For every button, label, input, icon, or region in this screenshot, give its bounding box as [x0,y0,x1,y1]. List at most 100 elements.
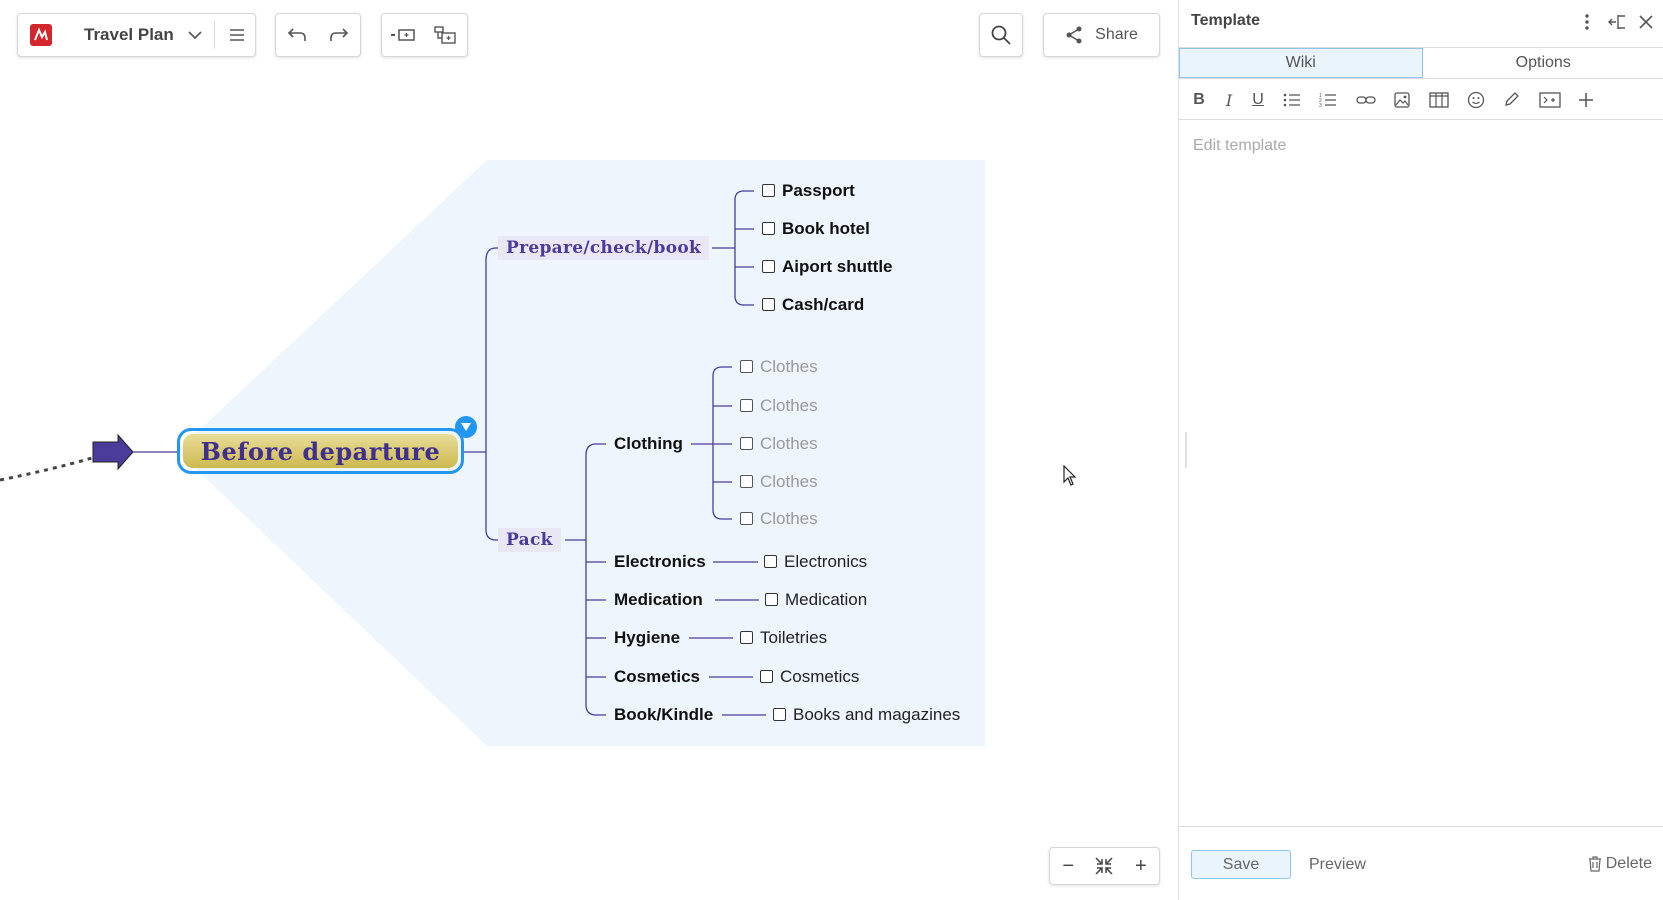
preview-button[interactable]: Preview [1309,856,1366,873]
item-label: Clothes [760,472,818,491]
checkbox[interactable] [740,360,753,373]
item-label: Book hotel [782,219,870,238]
checkbox[interactable] [765,593,778,606]
panel-title: Template [1191,12,1261,29]
app-logo-icon[interactable] [18,17,64,53]
share-button[interactable]: Share [1043,13,1160,57]
topic-book-kindle[interactable]: Book/Kindle [614,705,714,724]
checkbox[interactable] [740,437,753,450]
mouse-cursor-icon [1063,465,1077,486]
checkbox[interactable] [762,184,775,197]
add-icon[interactable] [1574,89,1598,111]
link-icon[interactable] [1354,89,1378,111]
bulleted-list-icon[interactable] [1280,89,1304,111]
checkbox[interactable] [762,298,775,311]
svg-text:2: 2 [1319,98,1322,104]
topic-cosmetics[interactable]: Cosmetics [614,667,700,686]
pencil-icon[interactable] [1499,89,1523,111]
checkbox[interactable] [773,708,786,721]
bold-icon[interactable]: B [1193,91,1205,108]
checklist-item[interactable]: Electronics [764,552,867,572]
checklist-item[interactable]: Clothes [740,396,818,416]
checklist-item[interactable]: Clothes [740,357,818,377]
item-label: Clothes [760,396,818,415]
connector [464,247,500,541]
trash-icon [1588,856,1601,872]
checkbox[interactable] [740,475,753,488]
more-vertical-icon[interactable] [1576,11,1598,33]
collapse-toggle-icon[interactable] [455,416,477,438]
add-child-topic-icon[interactable] [424,17,466,53]
chevron-down-icon[interactable] [182,17,208,53]
mindmap-canvas[interactable]: Before departure Prepare/check/book Pack… [0,0,1178,900]
topic-pack[interactable]: Pack [498,528,561,552]
checklist-item[interactable]: Toiletries [740,628,827,648]
checklist-item[interactable]: Clothes [740,434,818,454]
delete-button[interactable]: Delete [1588,855,1652,873]
search-button[interactable] [979,13,1023,57]
fit-to-screen-icon[interactable] [1086,848,1122,884]
checklist-item[interactable]: Book hotel [762,219,870,239]
dock-panel-icon[interactable] [1606,11,1628,33]
item-label: Aiport shuttle [782,257,893,276]
connector [565,443,606,716]
checklist-item[interactable]: Medication [765,590,867,610]
emoji-icon[interactable] [1464,89,1488,111]
item-label: Cosmetics [780,667,860,686]
embed-icon[interactable] [1538,89,1562,111]
add-sibling-topic-icon[interactable] [382,17,424,53]
checklist-item[interactable]: Passport [762,181,855,201]
save-button[interactable]: Save [1191,850,1291,879]
topic-highlight-area [177,160,985,746]
undo-icon[interactable] [276,17,318,53]
item-label: Clothes [760,434,818,453]
checklist-item[interactable]: Clothes [740,472,818,492]
redo-icon[interactable] [318,17,360,53]
item-label: Books and magazines [793,705,961,724]
checkbox[interactable] [740,512,753,525]
zoom-controls: − + [1049,847,1160,885]
underline-icon[interactable]: U [1252,91,1264,108]
italic-icon[interactable]: I [1225,90,1233,110]
checklist-item[interactable]: Books and magazines [773,705,960,725]
topic-clothing[interactable]: Clothing [614,434,683,453]
topic-prepare-check-book[interactable]: Prepare/check/book [498,236,710,260]
columns-icon[interactable] [1427,89,1451,111]
image-icon[interactable] [1390,89,1414,111]
share-label: Share [1095,26,1138,43]
root-topic[interactable]: Before departure [177,428,464,474]
topic-medication[interactable]: Medication [614,590,703,609]
root-topic-label: Before departure [183,434,458,468]
zoom-in-button[interactable]: + [1134,854,1147,877]
document-title[interactable]: Travel Plan [84,25,174,44]
checkbox[interactable] [764,555,777,568]
relationship-arrow [92,433,134,471]
item-label: Toiletries [760,628,828,647]
template-editor[interactable]: Edit template [1179,121,1663,826]
checkbox[interactable] [740,631,753,644]
checkbox[interactable] [762,260,775,273]
checklist-item[interactable]: Clothes [740,509,818,529]
topic-hygiene[interactable]: Hygiene [614,628,681,647]
share-icon [1066,26,1082,44]
close-icon[interactable] [1635,11,1657,33]
zoom-out-button[interactable]: − [1062,854,1074,877]
checklist-item[interactable]: Aiport shuttle [762,257,893,277]
tab-options[interactable]: Options [1515,54,1571,71]
panel-resize-handle[interactable] [1185,432,1187,468]
topic-electronics[interactable]: Electronics [614,552,706,571]
item-label: Electronics [784,552,868,571]
item-label: Clothes [760,509,818,528]
checkbox[interactable] [760,670,773,683]
panel-footer: Save Preview Delete [1179,826,1663,900]
checklist-item[interactable]: Cosmetics [760,667,859,687]
hamburger-menu-icon[interactable] [221,17,253,53]
delete-label: Delete [1605,855,1652,872]
tab-wiki[interactable]: Wiki [1179,48,1423,78]
checklist-item[interactable]: Cash/card [762,295,864,315]
checkbox[interactable] [740,399,753,412]
svg-text:1: 1 [1319,93,1322,99]
checkbox[interactable] [762,222,775,235]
